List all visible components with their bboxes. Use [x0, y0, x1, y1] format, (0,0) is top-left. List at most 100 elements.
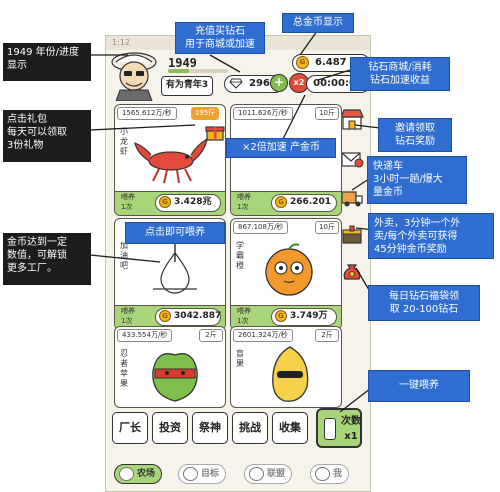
callout-recharge: 充值买钻石 用于商城或加速	[175, 22, 265, 54]
farm-name: 盲果	[236, 349, 244, 368]
feed-label: 喂养	[237, 193, 251, 201]
nav-alliance[interactable]: 联盟	[244, 464, 293, 484]
year-progress-fill	[168, 69, 189, 73]
gold-amount: 6.487	[315, 57, 347, 68]
feed-times: 1次	[237, 203, 249, 211]
callout-year-progress: 1949 年份/进度显示	[3, 43, 91, 81]
rank-level: 3	[201, 80, 209, 90]
callout-lucky-bag: 每日钻石福袋领 取 20-100钻石	[368, 285, 480, 321]
farm-rate: 433.554万/秒	[117, 329, 173, 342]
lucky-bag-icon[interactable]	[340, 260, 364, 282]
farm-weight: 2斤	[199, 329, 223, 342]
shop-icon[interactable]	[340, 108, 364, 130]
factory-manager-button[interactable]: 厂长	[112, 412, 148, 444]
mango-illustration	[272, 346, 309, 402]
target-icon	[183, 467, 198, 481]
express-truck-icon[interactable]	[340, 186, 364, 208]
farm-card-blind-fruit[interactable]: 2601.324万/秒 2斤 盲果	[230, 326, 342, 408]
callout-invite: 邀请领取 钻石奖励	[378, 118, 452, 152]
bottom-toolbar: 厂长 投资 祭神 挑战 收集 次数 x1	[110, 408, 368, 448]
farm-coins: 266.201	[290, 197, 331, 207]
invite-envelope-icon[interactable]	[340, 148, 364, 170]
nav-goals-label: 目标	[201, 469, 220, 479]
diamond-count: 296	[249, 78, 270, 89]
water-drop-illustration	[153, 252, 197, 294]
farm-icon	[119, 467, 134, 481]
worship-button[interactable]: 祭神	[192, 412, 228, 444]
feed-label: 喂养	[121, 193, 135, 201]
farm-weight: 10斤	[315, 221, 339, 234]
farm-rate: 1565.612万/秒	[117, 107, 177, 120]
callout-feed-all: 一键喂养	[368, 370, 470, 402]
feed-times: 1次	[121, 317, 133, 325]
callout-diamond-shop: 钻石商城/消耗 钻石加速收益	[350, 57, 450, 91]
farm-weight: 10斤	[315, 107, 339, 120]
nav-goals[interactable]: 目标	[178, 464, 227, 484]
farm-rate: 867.108万/秒	[233, 221, 289, 234]
farm-weight: 2斤	[315, 329, 339, 342]
gift-box-icon[interactable]	[205, 123, 225, 141]
rank-badge: 有为青年3	[161, 76, 213, 96]
feed-label: 喂养	[121, 307, 135, 315]
farm-weight: 195斤	[191, 107, 219, 120]
nav-farm[interactable]: 农场	[114, 464, 163, 484]
feed-all-line2: x1	[344, 431, 358, 442]
farm-name: 忍者苹果	[120, 349, 128, 388]
invest-button[interactable]: 投资	[152, 412, 188, 444]
feed-all-line1: 次数	[341, 416, 361, 427]
nav-me[interactable]: 我	[310, 464, 350, 484]
gold-coin-icon: G	[159, 196, 171, 208]
feed-label: 喂养	[237, 307, 251, 315]
crayfish-illustration	[134, 137, 208, 184]
gold-coin-icon: G	[296, 56, 309, 69]
bottom-nav: 农场 目标 联盟 我	[106, 456, 370, 491]
feed-all-button[interactable]: 次数 x1	[316, 408, 362, 448]
farm-coins: 3042.887	[174, 311, 222, 321]
game-screen: 1:12 1949 有为青年3 296 + x2 00:00:00 G 6.48…	[105, 35, 371, 492]
buy-diamond-button[interactable]: +	[270, 74, 288, 92]
takeout-box-icon[interactable]	[340, 224, 364, 246]
callout-express: 快递车 3小时一趟/爆大 量金币	[367, 156, 467, 204]
callout-unlock: 金币达到一定 数值，可解锁 更多工厂。	[3, 233, 91, 285]
farm-name: 加油吧	[120, 241, 128, 270]
feed-times: 1次	[121, 203, 133, 211]
farm-coins: 3.749万	[290, 311, 328, 321]
callout-gift: 点击礼包 每天可以领取 3份礼物	[3, 110, 91, 162]
collect-button[interactable]: 收集	[272, 412, 308, 444]
feed-times: 1次	[237, 317, 249, 325]
farm-rate: 2601.324万/秒	[233, 329, 293, 342]
user-icon	[315, 467, 330, 481]
year-display: 1949	[168, 56, 197, 70]
challenge-button[interactable]: 挑战	[232, 412, 268, 444]
orange-illustration	[265, 243, 313, 296]
farm-card-ninja-apple[interactable]: 433.554万/秒 2斤 忍者苹果	[114, 326, 226, 408]
farm-name: 小龙虾	[120, 127, 128, 156]
ninja-apple-illustration	[152, 353, 198, 402]
gold-coin-icon: G	[275, 310, 287, 322]
feed-bottle-icon	[324, 418, 336, 440]
callout-total-gold: 总金币显示	[282, 13, 354, 33]
callout-speed-x2: ×2倍加速 产金币	[226, 138, 336, 158]
mascot-avatar[interactable]	[106, 46, 166, 101]
rank-title: 有为青年	[165, 80, 202, 90]
gold-coin-icon: G	[159, 310, 171, 322]
callout-takeout: 外卖，3分钟一个外 卖/每个外卖可获得 45分钟金币奖励	[368, 213, 494, 259]
farm-coins: 3.428兆	[174, 197, 212, 207]
farm-rate: 1011.626万/秒	[233, 107, 293, 120]
status-time: 1:12	[112, 38, 130, 47]
nav-farm-label: 农场	[137, 469, 156, 479]
alliance-icon	[249, 467, 264, 481]
nav-me-label: 我	[333, 469, 343, 479]
callout-click-feed: 点击即可喂养	[125, 222, 225, 244]
gold-coin-icon: G	[275, 196, 287, 208]
diamond-icon	[229, 78, 243, 94]
farm-name: 学霸橙	[236, 241, 244, 270]
nav-alliance-label: 联盟	[267, 469, 286, 479]
